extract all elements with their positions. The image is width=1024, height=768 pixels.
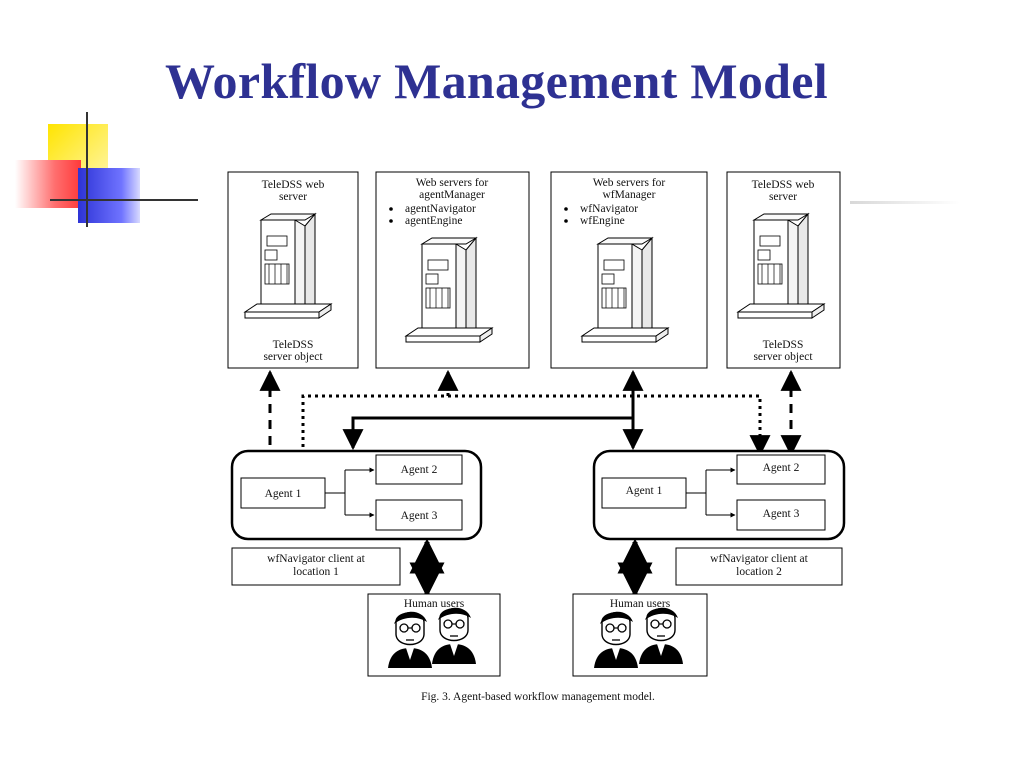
agent-2-box bbox=[736, 454, 826, 485]
server-4-line-1: TeleDSS web bbox=[752, 179, 815, 191]
agent-2-label: Agent 2 bbox=[401, 464, 438, 476]
bullet-icon bbox=[564, 219, 568, 223]
human-users-2: Human users bbox=[572, 593, 708, 677]
server-4-bottom-1: TeleDSS bbox=[763, 339, 804, 351]
agent-1-box bbox=[601, 477, 687, 509]
bullet-icon bbox=[389, 219, 393, 223]
deco-vertical-line bbox=[86, 112, 88, 227]
server-2-bullet-2: agentEngine bbox=[405, 215, 462, 227]
figure-caption: Fig. 3. Agent-based workflow management … bbox=[421, 691, 655, 703]
connectors bbox=[259, 369, 802, 598]
server-1-line-1: TeleDSS web bbox=[262, 179, 325, 191]
deco-blue-square bbox=[78, 168, 140, 223]
server-3-line-1: Web servers for bbox=[593, 177, 666, 189]
client-location-1: Agent 1 Agent 2 Agent 3 wfNavigator clie… bbox=[230, 449, 483, 586]
client-1-caption-box bbox=[231, 547, 401, 586]
server-2-bullet-1: agentNavigator bbox=[405, 203, 476, 215]
server-1-bottom-2: server object bbox=[263, 351, 323, 363]
slide-title: Workflow Management Model bbox=[165, 53, 828, 109]
server-3-bullet-2: wfEngine bbox=[580, 215, 625, 227]
bullet-icon bbox=[564, 207, 568, 211]
agent-1-box bbox=[240, 477, 326, 509]
server-2-line-2: agentManager bbox=[419, 189, 485, 201]
human-users-1: Human users bbox=[367, 593, 501, 677]
client-1-caption-1: wfNavigator client at bbox=[267, 553, 366, 565]
server-2-line-1: Web servers for bbox=[416, 177, 489, 189]
users-2-label: Human users bbox=[610, 598, 671, 610]
deco-horizontal-line bbox=[50, 199, 198, 201]
dotted-link bbox=[292, 369, 459, 481]
agent-3-label: Agent 3 bbox=[401, 510, 438, 522]
agent-3-label: Agent 3 bbox=[763, 508, 800, 520]
agent-3-box bbox=[736, 499, 826, 531]
client-location-2: Agent 1 Agent 2 Agent 3 wfNavigator clie… bbox=[592, 449, 846, 586]
server-panel-2: Web servers for agentManager agentNaviga… bbox=[375, 171, 530, 369]
server-4-line-2: server bbox=[769, 191, 797, 203]
client-1-caption-2: location 1 bbox=[293, 566, 339, 578]
server-1-line-2: server bbox=[279, 191, 307, 203]
server-panel-1: TeleDSS web server TeleDSS server object bbox=[227, 171, 359, 369]
client-2-caption-2: location 2 bbox=[736, 566, 782, 578]
users-1-label: Human users bbox=[404, 598, 465, 610]
agent-1-label: Agent 1 bbox=[626, 485, 663, 497]
server-4-bottom-2: server object bbox=[753, 351, 813, 363]
agent-3-box bbox=[375, 499, 463, 531]
agent-2-label: Agent 2 bbox=[763, 462, 800, 474]
dotted-link bbox=[448, 394, 771, 457]
agent-1-label: Agent 1 bbox=[265, 488, 302, 500]
agent-2-box bbox=[375, 454, 463, 485]
client-2-caption-1: wfNavigator client at bbox=[710, 553, 809, 565]
server-3-bullet-1: wfNavigator bbox=[580, 203, 638, 215]
deco-faint-rule bbox=[850, 201, 960, 204]
bullet-icon bbox=[389, 207, 393, 211]
server-panel-3: Web servers for wfManager wfNavigator wf… bbox=[550, 171, 708, 369]
server-panel-4: TeleDSS web server TeleDSS server object bbox=[726, 171, 841, 369]
server-3-line-2: wfManager bbox=[602, 189, 655, 201]
client-2-caption-box bbox=[675, 547, 843, 586]
solid-link bbox=[342, 416, 633, 451]
server-1-bottom-1: TeleDSS bbox=[273, 339, 314, 351]
